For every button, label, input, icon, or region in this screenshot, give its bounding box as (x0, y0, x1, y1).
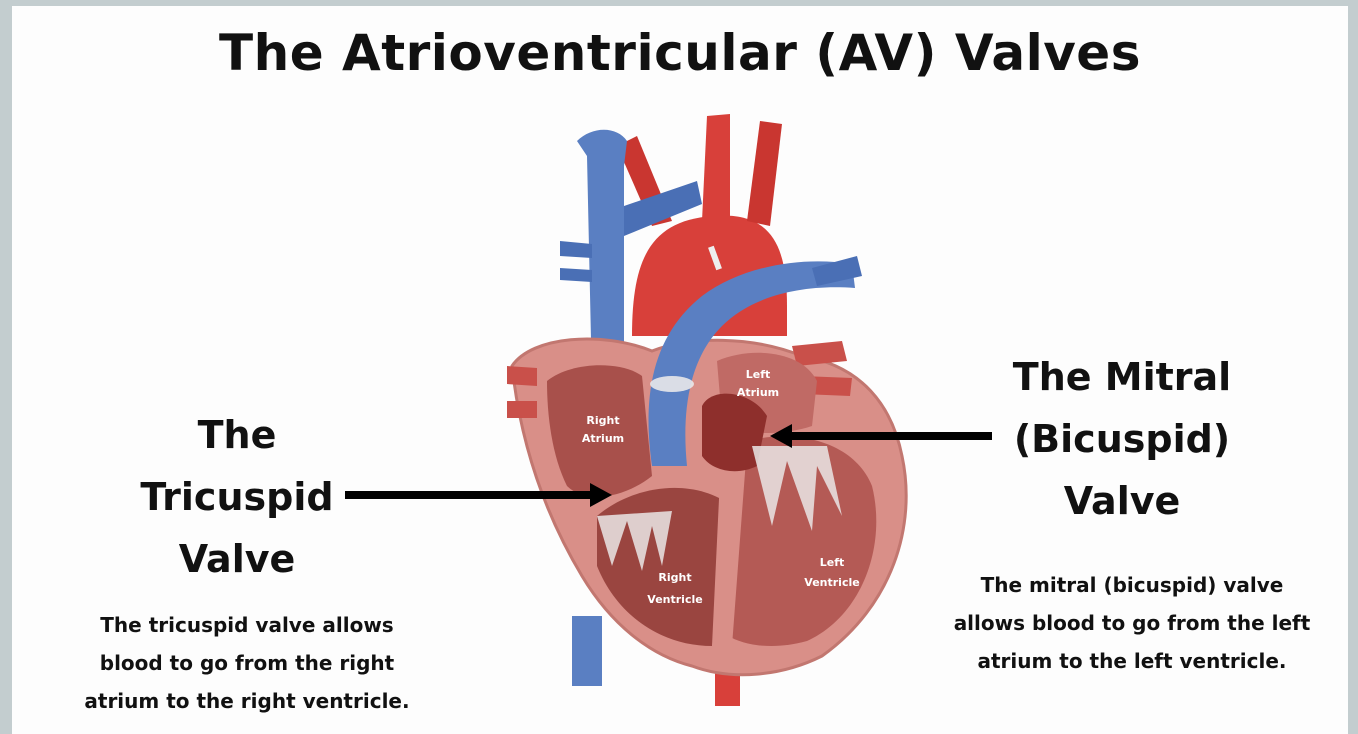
mitral-description: The mitral (bicuspid) valve allows blood… (942, 566, 1322, 680)
mitral-desc-line: atrium to the left ventricle. (942, 642, 1322, 680)
tricuspid-title-line: Tricuspid (137, 466, 337, 528)
left-ventricle-label-1: Left (820, 556, 845, 569)
tricuspid-desc-line: The tricuspid valve allows (67, 606, 427, 644)
tricuspid-valve-title: The Tricuspid Valve (137, 404, 337, 590)
right-atrium-label-1: Right (586, 414, 619, 427)
left-atrium-label-2: Atrium (737, 386, 779, 399)
mitral-title-line: Valve (1002, 470, 1242, 532)
slide: The Atrioventricular (AV) Valves (12, 6, 1348, 734)
mitral-valve-title: The Mitral (Bicuspid) Valve (1002, 346, 1242, 532)
tricuspid-description: The tricuspid valve allows blood to go f… (67, 606, 427, 720)
tricuspid-desc-line: atrium to the right ventricle. (67, 682, 427, 720)
tricuspid-title-line: The (137, 404, 337, 466)
mitral-desc-line: The mitral (bicuspid) valve (942, 566, 1322, 604)
mitral-desc-line: allows blood to go from the left (942, 604, 1322, 642)
left-ventricle-label-2: Ventricle (804, 576, 859, 589)
mitral-title-line: The Mitral (1002, 346, 1242, 408)
left-atrium-label-1: Left (746, 368, 771, 381)
right-atrium-label-2: Atrium (582, 432, 624, 445)
tricuspid-desc-line: blood to go from the right (67, 644, 427, 682)
mitral-title-line: (Bicuspid) (1002, 408, 1242, 470)
tricuspid-title-line: Valve (137, 528, 337, 590)
right-ventricle-label-2: Ventricle (647, 593, 702, 606)
right-ventricle-label-1: Right (658, 571, 691, 584)
